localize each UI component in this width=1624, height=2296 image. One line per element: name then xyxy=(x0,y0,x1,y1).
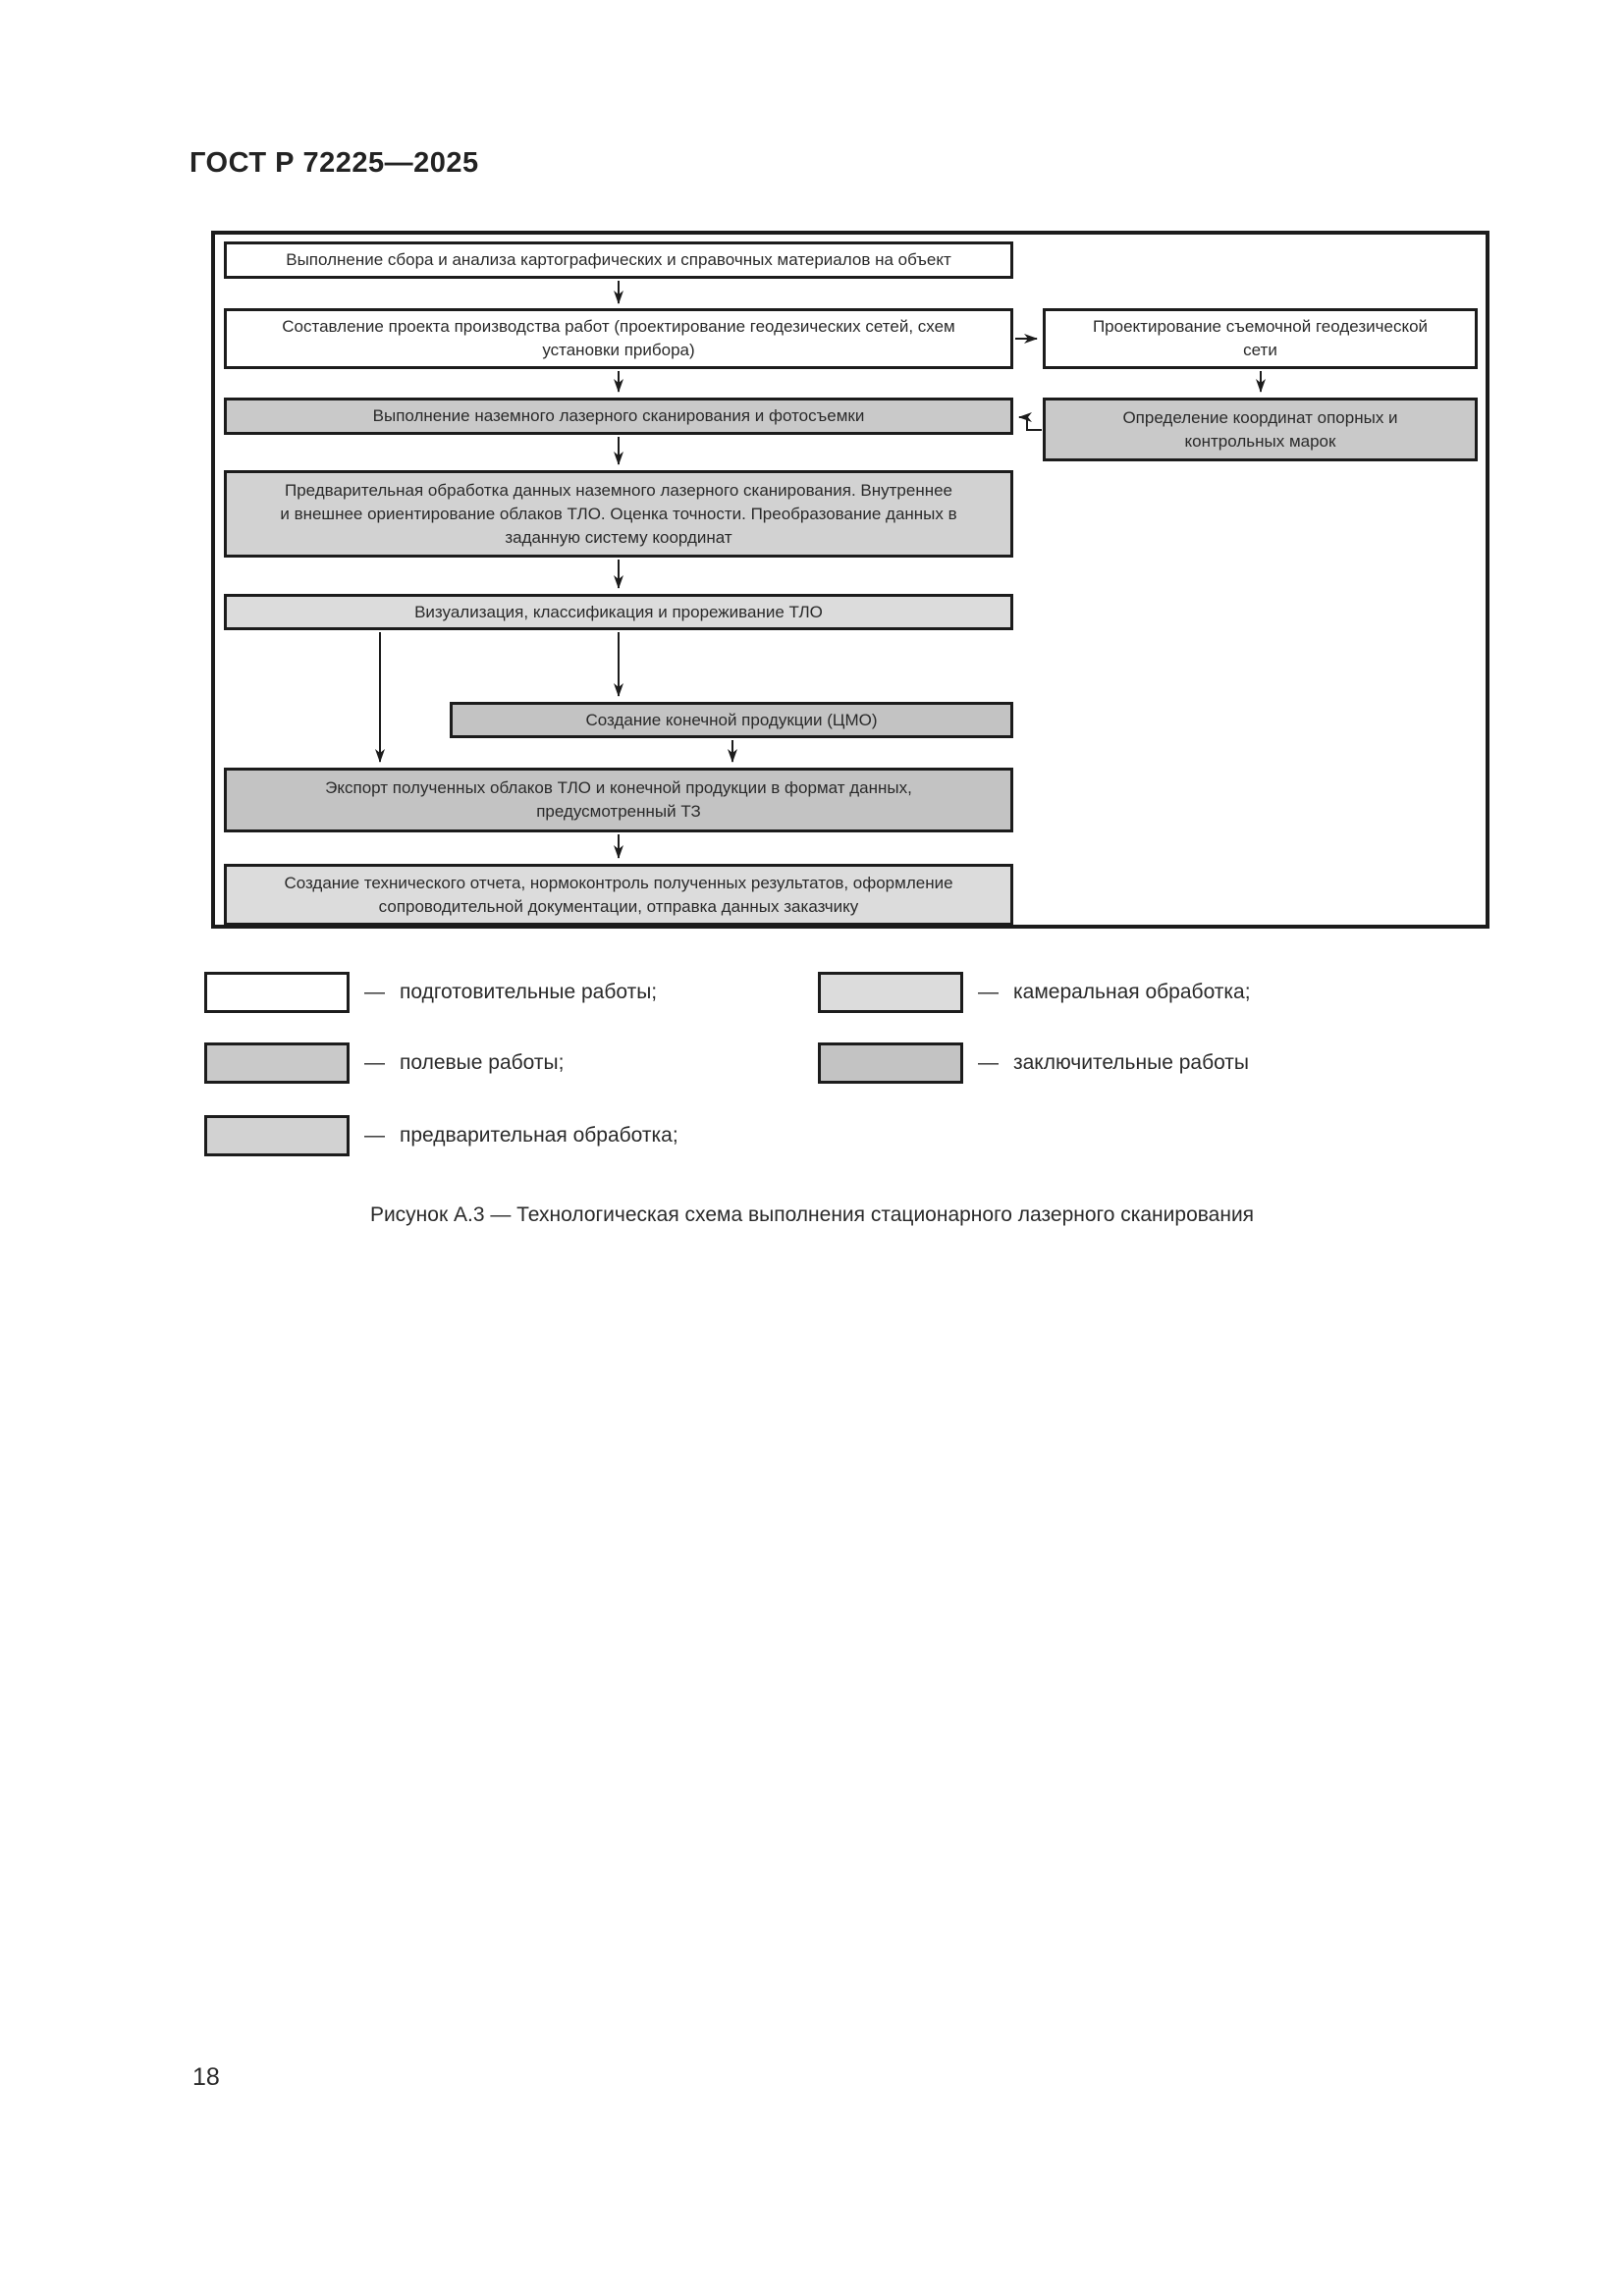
legend-swatch-office xyxy=(818,972,963,1013)
flow-box-export: Экспорт полученных облаков ТЛО и конечно… xyxy=(224,768,1013,832)
legend-item-field: — полевые работы; xyxy=(204,1042,564,1084)
legend-item-preparatory: — подготовительные работы; xyxy=(204,972,657,1013)
flow-box-preprocessing: Предварительная обработка данных наземно… xyxy=(224,470,1013,558)
legend-item-final: — заключительные работы xyxy=(818,1042,1249,1084)
legend-item-office: — камеральная обработка; xyxy=(818,972,1251,1013)
legend-label-field: полевые работы; xyxy=(400,1051,565,1074)
flow-box-visualization: Визуализация, классификация и прореживан… xyxy=(224,594,1013,630)
flow-box-work-project: Составление проекта производства работ (… xyxy=(224,308,1013,369)
legend-label-office: камеральная обработка; xyxy=(1013,981,1251,1003)
legend-label-preparatory: подготовительные работы; xyxy=(400,981,658,1003)
page-number: 18 xyxy=(192,2063,220,2091)
legend-label-preprocessing: предварительная обработка; xyxy=(400,1124,678,1147)
legend-item-preprocessing: — предварительная обработка; xyxy=(204,1115,678,1156)
flow-box-survey-network: Проектирование съемочной геодезической с… xyxy=(1043,308,1478,369)
flow-box-technical-report: Создание технического отчета, нормоконтр… xyxy=(224,864,1013,926)
legend-dash: — xyxy=(364,981,385,1003)
legend-swatch-final xyxy=(818,1042,963,1084)
legend-dash: — xyxy=(364,1051,385,1074)
legend-swatch-preprocessing xyxy=(204,1115,350,1156)
legend-dash: — xyxy=(364,1124,385,1147)
document-standard-header: ГОСТ Р 72225—2025 xyxy=(189,147,479,179)
legend-label-final: заключительные работы xyxy=(1013,1051,1250,1074)
figure-caption: Рисунок А.3 — Технологическая схема выпо… xyxy=(369,1203,1255,1226)
legend-swatch-preparatory xyxy=(204,972,350,1013)
legend-dash: — xyxy=(978,1051,999,1074)
flow-box-final-product: Создание конечной продукции (ЦМО) xyxy=(450,702,1013,738)
flow-box-laser-scanning: Выполнение наземного лазерного сканирова… xyxy=(224,398,1013,435)
flow-box-control-marks: Определение координат опорных и контроль… xyxy=(1043,398,1478,461)
legend-dash: — xyxy=(978,981,999,1003)
legend-swatch-field xyxy=(204,1042,350,1084)
flow-box-collect-materials: Выполнение сбора и анализа картографичес… xyxy=(224,241,1013,279)
